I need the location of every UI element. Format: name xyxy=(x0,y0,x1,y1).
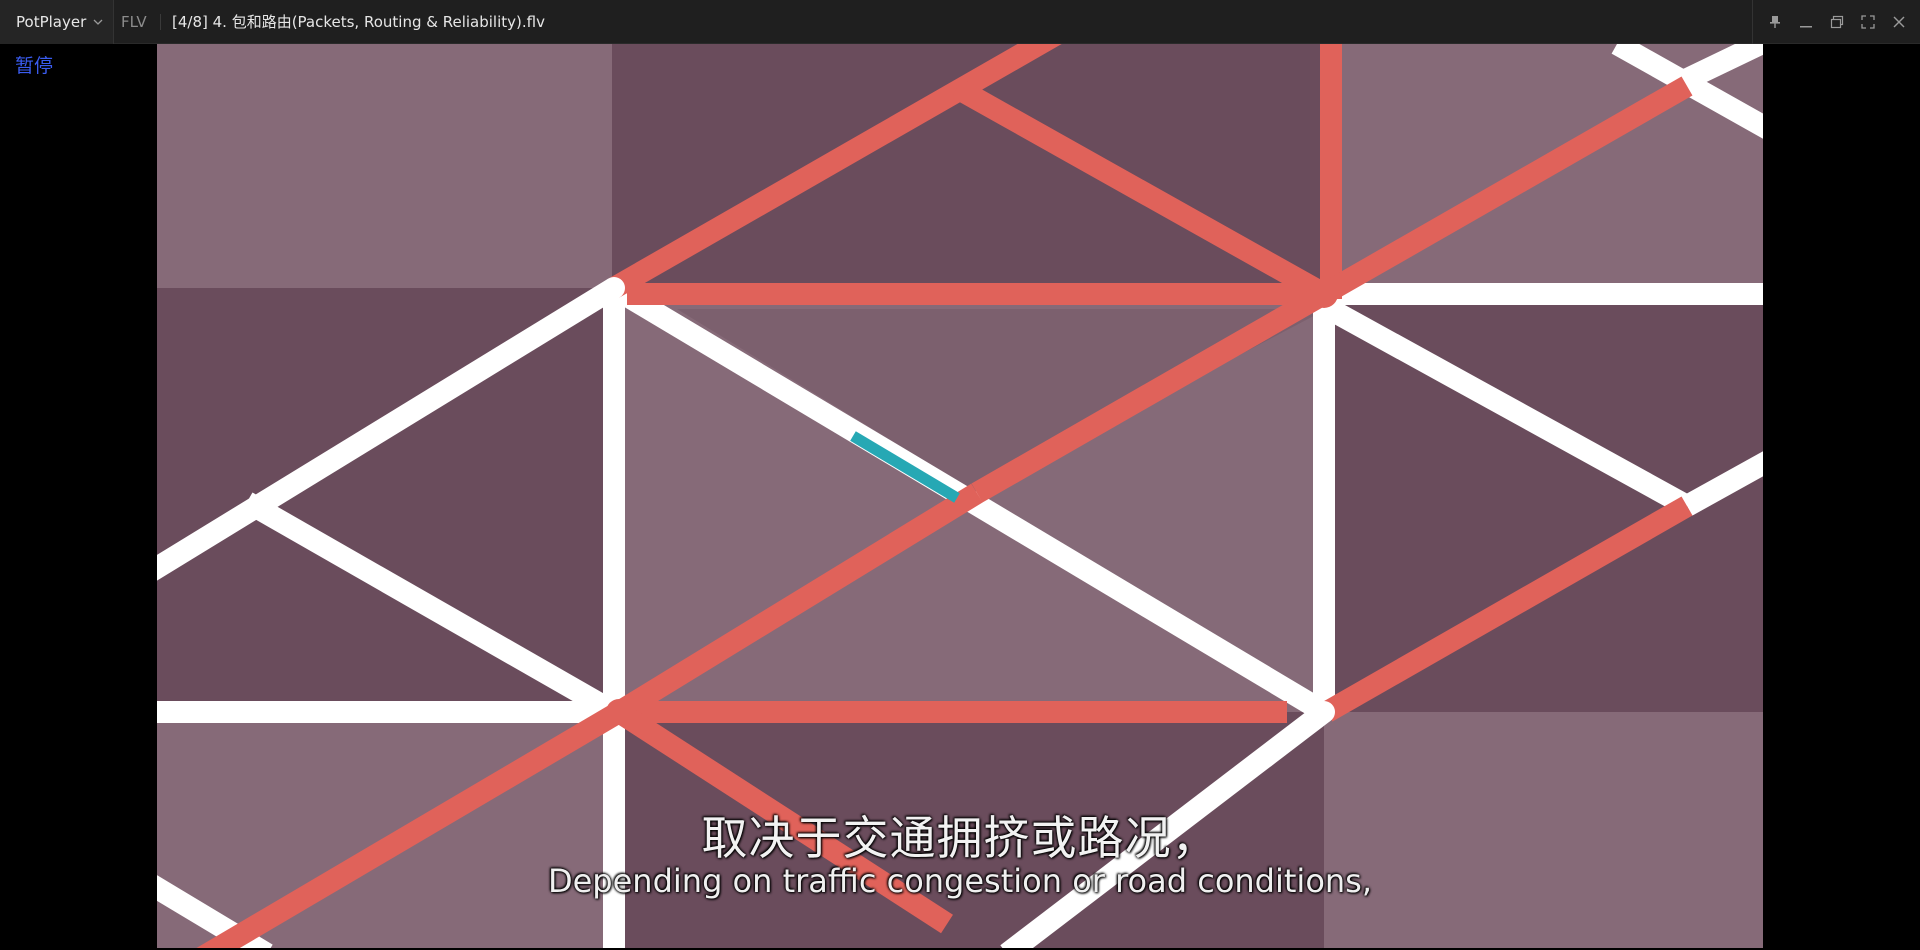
chevron-down-icon xyxy=(93,19,103,25)
close-icon xyxy=(1893,16,1904,28)
road-white xyxy=(157,278,620,581)
junction xyxy=(603,277,625,299)
packet-marker xyxy=(850,431,960,503)
road-red xyxy=(1321,496,1693,722)
junction xyxy=(606,699,632,725)
fullscreen-button[interactable] xyxy=(1852,0,1883,44)
app-menu-button[interactable]: PotPlayer xyxy=(0,0,114,44)
red-roads xyxy=(196,44,1693,948)
road-white xyxy=(1681,451,1763,516)
road-white xyxy=(1672,44,1763,94)
tile xyxy=(612,712,1324,948)
tile xyxy=(677,309,1327,493)
road-red xyxy=(971,284,1330,503)
tile xyxy=(977,309,1327,712)
subtitle-chinese: 取决于交通拥挤或路况， xyxy=(701,811,1219,865)
restore-icon xyxy=(1830,15,1843,29)
junction xyxy=(1310,280,1338,308)
video-frame[interactable]: 取决于交通拥挤或路况， Depending on traffic congest… xyxy=(157,44,1763,948)
subtitle-english: Depending on traffic congestion or road … xyxy=(547,862,1373,900)
title-separator xyxy=(160,14,161,30)
window-title: [4/8] 4. 包和路由(Packets, Routing & Reliabi… xyxy=(172,13,545,31)
network-animation xyxy=(157,44,1763,948)
road-red xyxy=(196,702,625,948)
app-name: PotPlayer xyxy=(16,13,87,31)
fullscreen-icon xyxy=(1860,15,1875,29)
window-controls xyxy=(1752,0,1920,44)
junction xyxy=(1313,701,1335,723)
title-bar: PotPlayer FLV [4/8] 4. 包和路由(Packets, Rou… xyxy=(0,0,1920,44)
road-white xyxy=(1611,44,1763,139)
format-label: FLV xyxy=(121,13,147,31)
close-button[interactable] xyxy=(1883,0,1914,44)
road-red xyxy=(613,483,983,722)
tile xyxy=(157,44,612,288)
minimize-button[interactable] xyxy=(1790,0,1821,44)
road-white xyxy=(1000,703,1331,948)
road-red xyxy=(613,702,953,934)
playback-status-osd: 暂停 xyxy=(15,55,54,77)
road-red xyxy=(608,44,1062,298)
restore-button[interactable] xyxy=(1821,0,1852,44)
road-white xyxy=(1318,296,1693,516)
road-red xyxy=(1318,76,1693,304)
tile xyxy=(1324,712,1763,948)
tile xyxy=(157,288,612,712)
road-white xyxy=(241,492,620,722)
road-red xyxy=(951,78,1330,304)
minimize-icon xyxy=(1799,26,1812,28)
pin-button[interactable] xyxy=(1759,0,1790,44)
pin-icon xyxy=(1769,16,1780,28)
